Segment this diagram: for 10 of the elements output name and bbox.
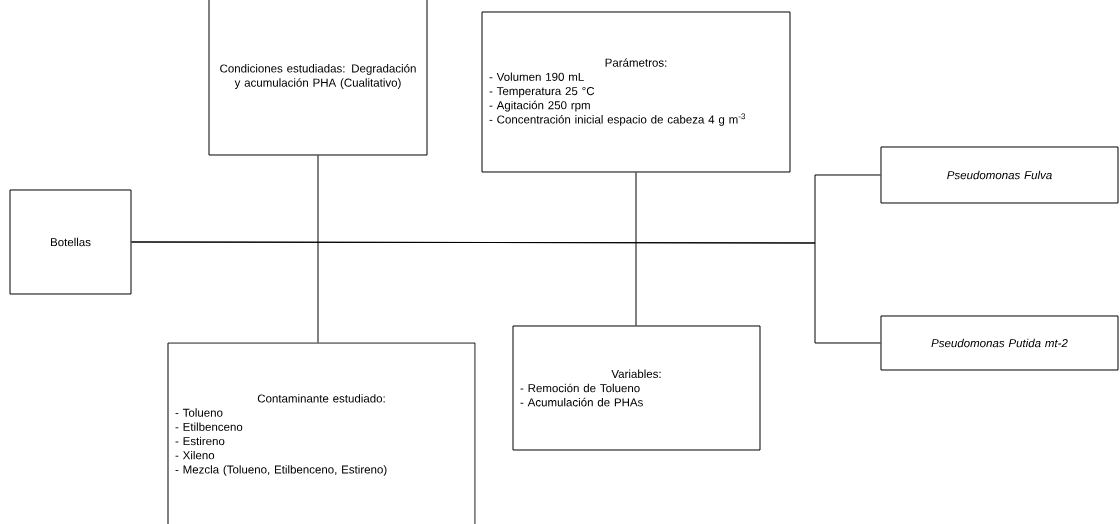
connector-line	[635, 172, 637, 326]
organism-box: Pseudomonas Fulva	[880, 146, 1119, 204]
organism-box: Pseudomonas Putida mt-2	[880, 315, 1119, 371]
connector-line	[131, 241, 881, 344]
process-box: Condiciones estudiadas: Degradación y acumulación PHA (Cualitativo)	[208, 0, 428, 156]
connector-line	[317, 155, 319, 343]
process-box: Botellas	[9, 189, 132, 295]
info-box: Parámetros: - Volumen 190 mL - Temperatura 25 °C - Agitación 250 rpm - Concentración inicial espacio de cabeza 4 g m$^{-3}$	[481, 11, 791, 173]
info-box: Variables: - Remoción de Tolueno - Acumulación de PHAs	[512, 325, 761, 451]
info-box: Contaminante estudiado: - Tolueno - Etilbenceno - Estireno - Xileno - Mezcla (Tolueno, Etilbenceno, Estireno)	[167, 342, 476, 524]
